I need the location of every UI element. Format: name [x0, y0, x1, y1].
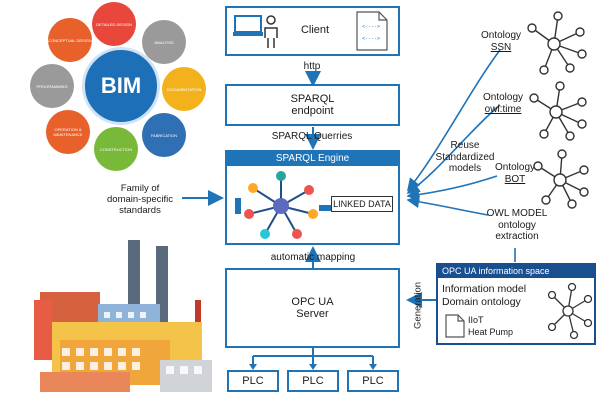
laptop-user-icon [233, 15, 278, 48]
plc-box[interactable]: PLC [287, 370, 339, 392]
plc-label: PLC [302, 375, 324, 387]
linked-data-network-icon [235, 171, 339, 239]
arrow-time-engine [406, 104, 501, 194]
bim-diagram: DETAILED DESIGN ANALYSIS DOCUMENTATION F… [30, 2, 206, 171]
ontology-time-label: Ontology owl:time [478, 92, 528, 115]
iiot-label: IIoT [468, 315, 484, 325]
bim-petal: DETAILED DESIGN [92, 2, 136, 46]
bim-petal-label: OPERATION & MAINTENANCE [53, 127, 83, 137]
ontology-name[interactable]: BOT [504, 173, 526, 185]
ontology-graph-icon [547, 282, 593, 340]
information-model-label: Information model [442, 283, 527, 295]
document-icon: <----> <----> [356, 11, 388, 51]
plc-label: PLC [242, 375, 264, 387]
ontology-prefix: Ontology [494, 162, 536, 173]
ontology-name[interactable]: owl:time [484, 103, 522, 115]
svg-text:<---->: <----> [362, 36, 380, 42]
bim-petal-label: CONCEPTUAL DESIGN [48, 37, 92, 43]
ontology-graph-icon [527, 11, 589, 209]
sparql-engine-box[interactable]: SPARQL Engine LINKED DATA [225, 150, 400, 245]
client-label: Client [300, 24, 330, 36]
arrow-ssn-engine [407, 49, 501, 192]
bim-petal-label: CONSTRUCTION [99, 146, 133, 152]
svg-text:<---->: <----> [362, 24, 380, 30]
bim-petal-label: FABRICATION [150, 132, 178, 138]
sparql-engine-title: SPARQL Engine [227, 152, 398, 166]
reuse-label: Reuse Standardized models [435, 140, 495, 174]
bim-petal: ANALYSIS [142, 20, 186, 64]
opc-ua-server-box[interactable]: OPC UA Server [225, 268, 400, 348]
http-label: http [303, 61, 321, 72]
bim-petal-label: DETAILED DESIGN [96, 21, 132, 27]
bim-petal-label: PROGRAMMING [36, 83, 68, 89]
owl-model-label: OWL MODEL ontology extraction [486, 208, 548, 242]
bim-petal: OPERATION & MAINTENANCE [46, 110, 90, 154]
sparql-endpoint-box[interactable]: SPARQL endpoint [225, 84, 400, 126]
ontology-ssn-label: Ontology SSN [478, 30, 524, 53]
bim-petal: CONCEPTUAL DESIGN [48, 18, 92, 62]
arrow-bot-engine [406, 175, 498, 201]
sparql-queries-label: SPARQL Querries [271, 131, 353, 142]
heat-pump-label: Heat Pump [468, 327, 514, 337]
bim-center: BIM [82, 47, 160, 125]
plc-box[interactable]: PLC [347, 370, 399, 392]
plc-box[interactable]: PLC [227, 370, 279, 392]
linked-data-label: LINKED DATA [331, 196, 393, 212]
bim-caption: Family of domain-specific standards [107, 183, 173, 216]
bim-petal: CONSTRUCTION [94, 127, 138, 171]
bim-petal: FABRICATION [142, 113, 186, 157]
plc-label: PLC [362, 375, 384, 387]
bim-petal: DOCUMENTATION [162, 67, 206, 111]
sparql-endpoint-label: SPARQL endpoint [290, 93, 335, 117]
domain-ontology-label: Domain ontology [442, 296, 521, 308]
ontology-name[interactable]: SSN [490, 41, 512, 53]
bim-petal: PROGRAMMING [30, 64, 74, 108]
arrow-owl-engine [406, 195, 489, 216]
opc-info-space-title: OPC UA information space [438, 265, 594, 278]
client-box[interactable]: Client <----> <----> [225, 6, 400, 56]
bim-petal-label: DOCUMENTATION [166, 86, 202, 92]
opc-ua-server-label: OPC UA Server [291, 296, 334, 320]
bim-center-label: BIM [100, 73, 142, 98]
document-icon [445, 314, 465, 338]
opc-info-space-box[interactable]: OPC UA information space Information mod… [436, 263, 596, 345]
ontology-bot-label: Ontology BOT [492, 162, 538, 185]
bim-petal-label: ANALYSIS [154, 39, 174, 45]
ontology-prefix: Ontology [482, 92, 524, 103]
ontology-prefix: Ontology [480, 30, 522, 41]
arrow-server-plcs [252, 348, 374, 366]
generation-label: Generation [412, 281, 424, 329]
automatic-mapping-label: automatic mapping [270, 252, 356, 263]
